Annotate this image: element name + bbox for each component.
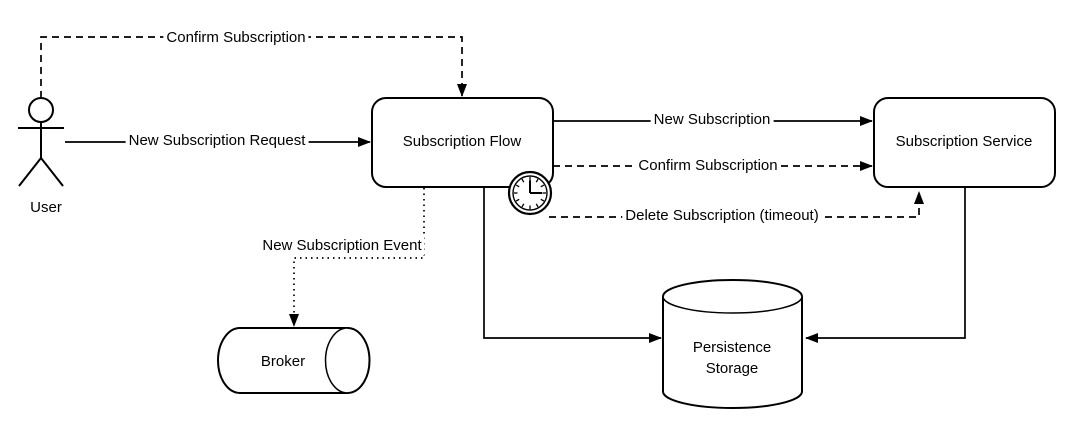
edge-label-confirm-subscription-to-service: Confirm Subscription: [635, 157, 781, 175]
subscription-flow-label: Subscription Flow: [402, 133, 522, 150]
user-head: [28, 97, 54, 123]
edge-label-new-subscription-event: New Subscription Event: [259, 237, 425, 255]
edge-flow-to-storage: [483, 187, 662, 343]
subscription-flow-box: [371, 97, 554, 188]
clock-hands: [529, 180, 542, 194]
edge-label-confirm-subscription-to-flow: Confirm Subscription: [163, 29, 309, 47]
edge-new-subscription-event: [289, 188, 425, 327]
user-label: User: [30, 199, 62, 216]
clock-icon: [507, 170, 553, 216]
persistence-storage-label: Persistence Storage: [692, 339, 772, 377]
clock-ticks: [514, 177, 546, 209]
subscription-service-label: Subscription Service: [895, 133, 1033, 150]
user-left-leg: [18, 157, 42, 187]
persistence-storage-cylinder: [662, 279, 803, 409]
broker-label: Broker: [260, 353, 306, 370]
edge-label-new-subscription: New Subscription: [650, 111, 774, 129]
edge-service-to-storage: [805, 187, 966, 343]
edge-label-delete-subscription-timeout: Delete Subscription (timeout): [622, 207, 822, 225]
user-right-leg: [40, 157, 64, 187]
edge-confirm-subscription-to-flow: [40, 36, 467, 98]
user-actor: [18, 97, 64, 187]
broker-cylinder: [217, 327, 371, 394]
edge-label-new-subscription-request: New Subscription Request: [125, 132, 309, 150]
subscription-service-box: [873, 97, 1056, 188]
